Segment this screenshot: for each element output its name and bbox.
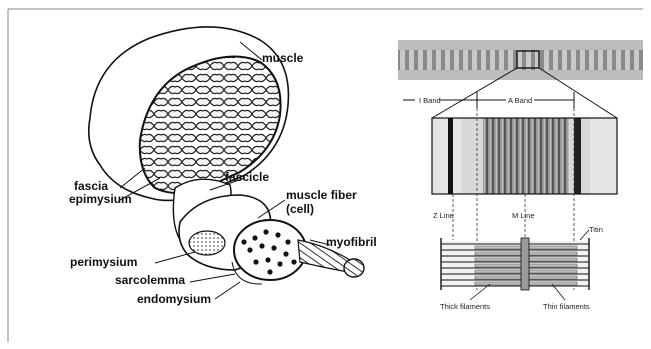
label-muscle-fiber-cell: (cell) (286, 202, 314, 216)
label-perimysium: perimysium (70, 255, 137, 269)
m-line-bar (521, 238, 529, 290)
z-line-dark-left (448, 118, 453, 194)
label-sarcolemma: sarcolemma (115, 273, 185, 287)
sarcomere-illustration: I Band A Band Z Line M Line Titin (398, 40, 643, 311)
a-band-dark-region (483, 118, 569, 194)
filament-schematic (441, 238, 589, 290)
label-endomysium: endomysium (137, 292, 211, 306)
small-fascicle-section (189, 231, 225, 255)
myofibril-end (344, 259, 364, 277)
muscle-illustration: muscle fascia epimysium fascicle muscle … (69, 27, 377, 306)
label-titin: Titin (589, 225, 603, 234)
label-i-band: I Band (419, 96, 441, 105)
label-myofibril: myofibril (326, 235, 377, 249)
label-fascicle: fascicle (225, 170, 269, 184)
label-muscle-fiber: muscle fiber (286, 188, 357, 202)
z-line-dark-right (574, 118, 581, 194)
label-thin-filaments: Thin filaments (543, 302, 590, 311)
label-a-band: A Band (508, 96, 532, 105)
label-muscle: muscle (262, 51, 304, 65)
label-epimysium: epimysium (69, 192, 132, 206)
label-z-line: Z Line (433, 211, 454, 220)
label-thick-filaments: Thick filaments (440, 302, 490, 311)
label-fascia: fascia (74, 179, 108, 193)
fiber-micrograph-striations (398, 50, 643, 70)
label-m-line: M Line (512, 211, 535, 220)
